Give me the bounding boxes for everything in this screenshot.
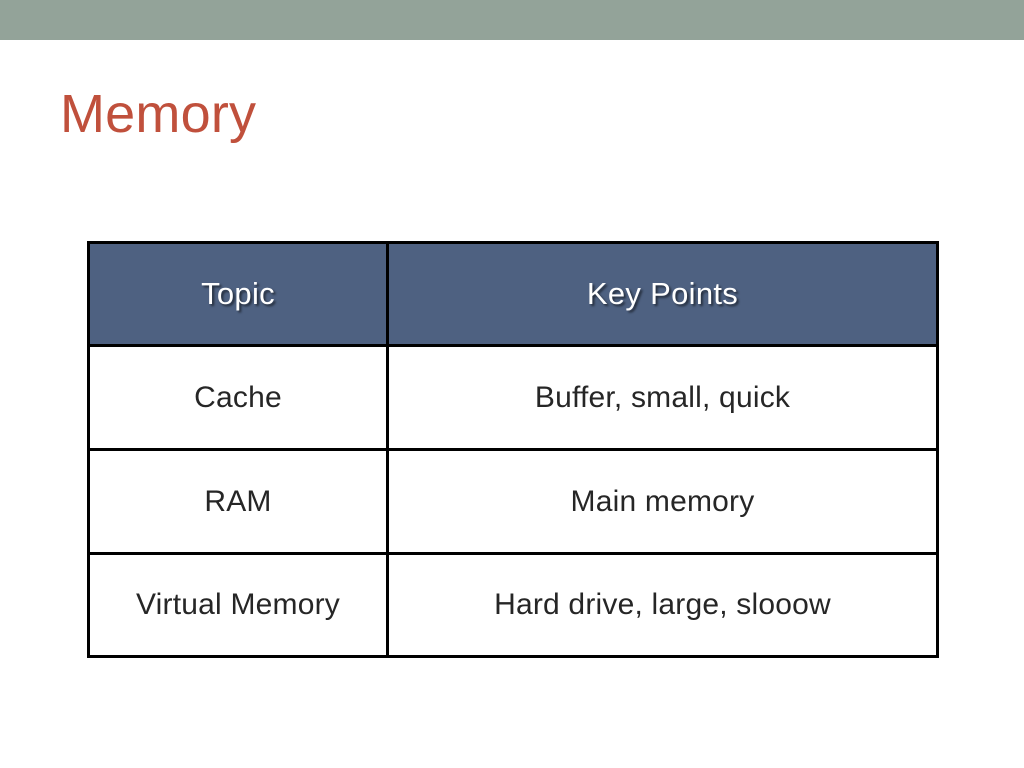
- column-header-key-points: Key Points: [386, 241, 939, 347]
- top-decorative-band: [0, 0, 1024, 40]
- cell-key-points: Main memory: [386, 448, 939, 555]
- column-header-topic: Topic: [87, 241, 389, 347]
- cell-topic: Cache: [87, 344, 389, 451]
- page-title: Memory: [60, 84, 257, 144]
- table-row: Virtual Memory Hard drive, large, slooow: [87, 552, 939, 658]
- table-row: RAM Main memory: [87, 448, 939, 555]
- cell-key-points: Hard drive, large, slooow: [386, 552, 939, 658]
- table-row: Cache Buffer, small, quick: [87, 344, 939, 451]
- table-header-row: Topic Key Points: [87, 241, 939, 347]
- memory-summary-table: Topic Key Points Cache Buffer, small, qu…: [87, 241, 939, 658]
- cell-key-points: Buffer, small, quick: [386, 344, 939, 451]
- cell-topic: RAM: [87, 448, 389, 555]
- cell-topic: Virtual Memory: [87, 552, 389, 658]
